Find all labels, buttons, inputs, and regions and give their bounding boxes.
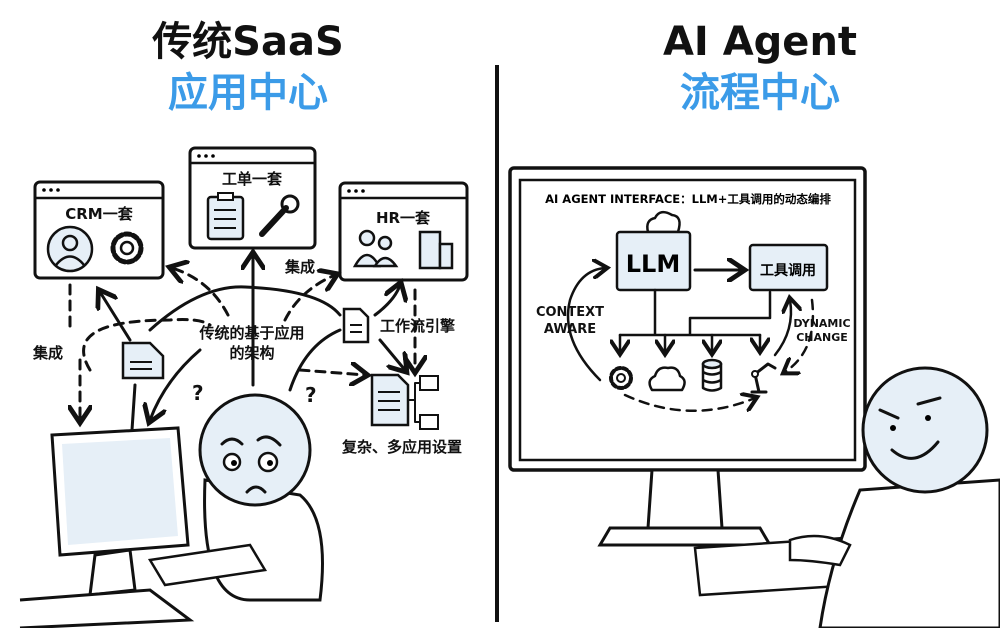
dynamic-label-2: CHANGE [796, 331, 848, 344]
crm-window: CRM一套 [33, 180, 165, 280]
complex-setup-label: 复杂、多应用设置 [341, 438, 462, 456]
confused-person [147, 393, 324, 602]
ticket-window: 工单一套 [188, 146, 317, 250]
left-monitor [19, 426, 195, 628]
user-icon [46, 225, 94, 273]
architecture-label: 传统的基于应用 [198, 324, 304, 342]
context-label: CONTEXT [536, 305, 604, 320]
tool-call-box: 工具调用 [748, 243, 829, 292]
left-subtitle: 应用中心 [168, 70, 328, 116]
workflow-engine-label: 工作流引擎 [380, 317, 455, 335]
document-icon [121, 341, 165, 380]
cloud-icon [648, 366, 686, 392]
screen-title: AI AGENT INTERFACE：LLM+工具调用的动态编排 [545, 192, 831, 206]
integration-label-left: 集成 [32, 344, 63, 362]
llm-label: LLM [626, 250, 680, 278]
dynamic-label: DYNAMIC [793, 317, 850, 330]
hr-window: HR一套 [338, 181, 469, 282]
context-label-2: AWARE [544, 322, 596, 337]
llm-box: LLM [615, 210, 692, 292]
gear-icon [609, 366, 633, 390]
workflow-icon [370, 373, 439, 430]
integration-label-top: 集成 [284, 258, 315, 276]
right-monitor [508, 166, 867, 597]
tool-call-label: 工具调用 [760, 263, 816, 279]
integration-arrows [70, 255, 415, 430]
smiling-person [788, 366, 1000, 628]
ticket-label: 工单一套 [222, 170, 283, 188]
building-icon [418, 230, 454, 270]
crm-label: CRM一套 [65, 205, 133, 223]
people-icon [352, 229, 399, 268]
robot-arm-icon [750, 362, 777, 394]
wrench-icon [259, 194, 300, 237]
gear-icon [110, 231, 144, 265]
right-title: AI Agent [663, 19, 857, 65]
document-icon-2 [342, 307, 370, 344]
hr-label: HR一套 [376, 209, 431, 227]
right-subtitle: 流程中心 [680, 70, 840, 116]
architecture-label-2: 的架构 [229, 344, 274, 362]
left-title: 传统SaaS [151, 19, 344, 65]
clipboard-icon [206, 192, 245, 241]
database-icon [701, 358, 723, 392]
question-mark-2: ? [305, 383, 317, 407]
flow-arrows [566, 268, 815, 411]
question-mark: ? [192, 381, 204, 405]
